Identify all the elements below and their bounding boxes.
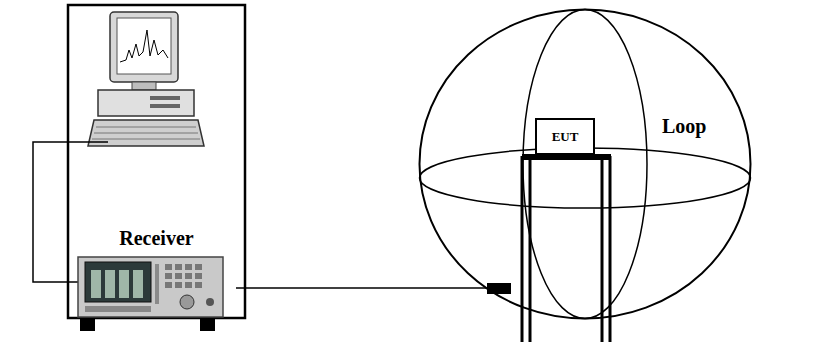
receiver-label: Receiver [77,226,236,250]
loop-sphere: LoopEUT [418,8,752,320]
loop-outline [418,8,752,320]
rack-leg [200,318,215,331]
loop-label: Loop [662,114,706,138]
receiver-unit: Receiver [77,224,236,320]
rack-leg [80,318,95,331]
loop-connector [487,283,511,294]
equipment-rack [68,5,245,318]
eut-label: EUT [552,129,579,145]
coax-cable [236,287,486,289]
receiver-instrument [77,256,224,320]
eut-stand [522,154,611,342]
eut-box: EUT [535,118,595,155]
computer-icon [88,12,204,146]
